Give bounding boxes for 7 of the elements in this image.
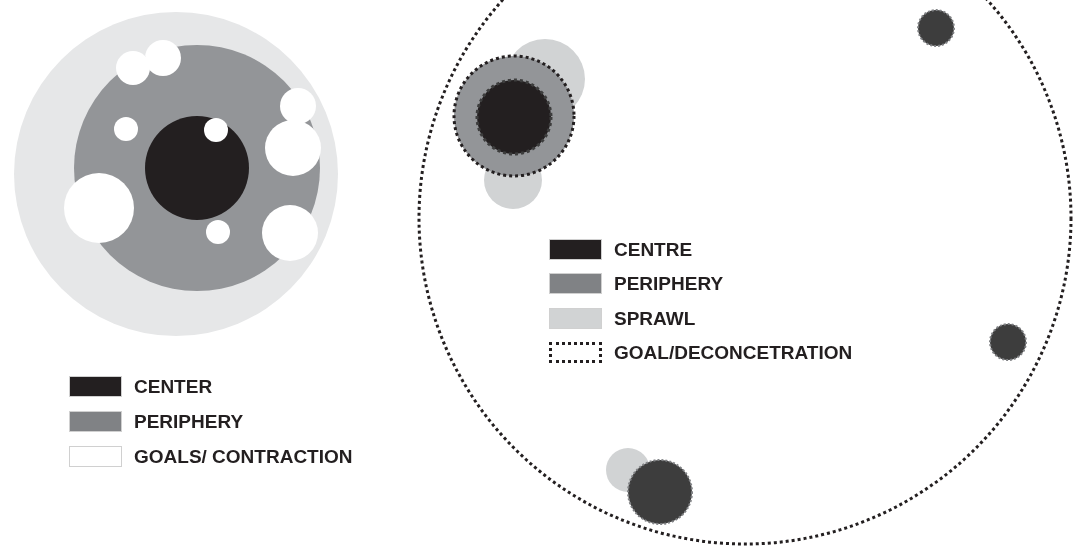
legend-label: PERIPHERY	[614, 274, 724, 293]
legend-label: CENTER	[134, 377, 213, 396]
legend-label: PERIPHERY	[134, 412, 244, 431]
legend-label: GOAL/DECONCETRATION	[614, 343, 853, 362]
legend-label: SPRAWL	[614, 309, 696, 328]
legend-label: CENTRE	[614, 240, 693, 259]
legend-label: GOALS/ CONTRACTION	[134, 447, 353, 466]
